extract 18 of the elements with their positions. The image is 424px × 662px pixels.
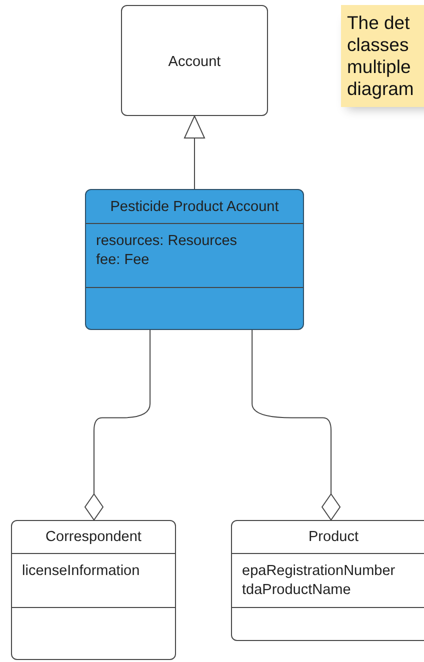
class-attribute: fee: Fee: [96, 251, 150, 270]
class-box: [85, 189, 304, 330]
class-box: [11, 520, 176, 660]
sticky-note: [341, 5, 424, 107]
generalization-arrow: [184, 116, 205, 190]
class-name: Product: [308, 529, 358, 545]
class-attribute: tdaProductName: [242, 581, 351, 600]
class-attribute: epaRegistrationNumber: [242, 562, 396, 581]
class-name: Pesticide Product Account: [110, 198, 279, 214]
class-attribute: licenseInformation: [22, 562, 140, 581]
aggregation-line: [84, 330, 151, 520]
note-text: The det classes multiple diagram: [347, 12, 415, 100]
class-attribute: resources: Resources: [96, 232, 238, 251]
aggregation-line: [252, 330, 341, 520]
class-name: Account: [168, 54, 221, 70]
class-box: [231, 520, 424, 641]
class-box: [121, 5, 268, 116]
class-name: Correspondent: [46, 529, 142, 545]
